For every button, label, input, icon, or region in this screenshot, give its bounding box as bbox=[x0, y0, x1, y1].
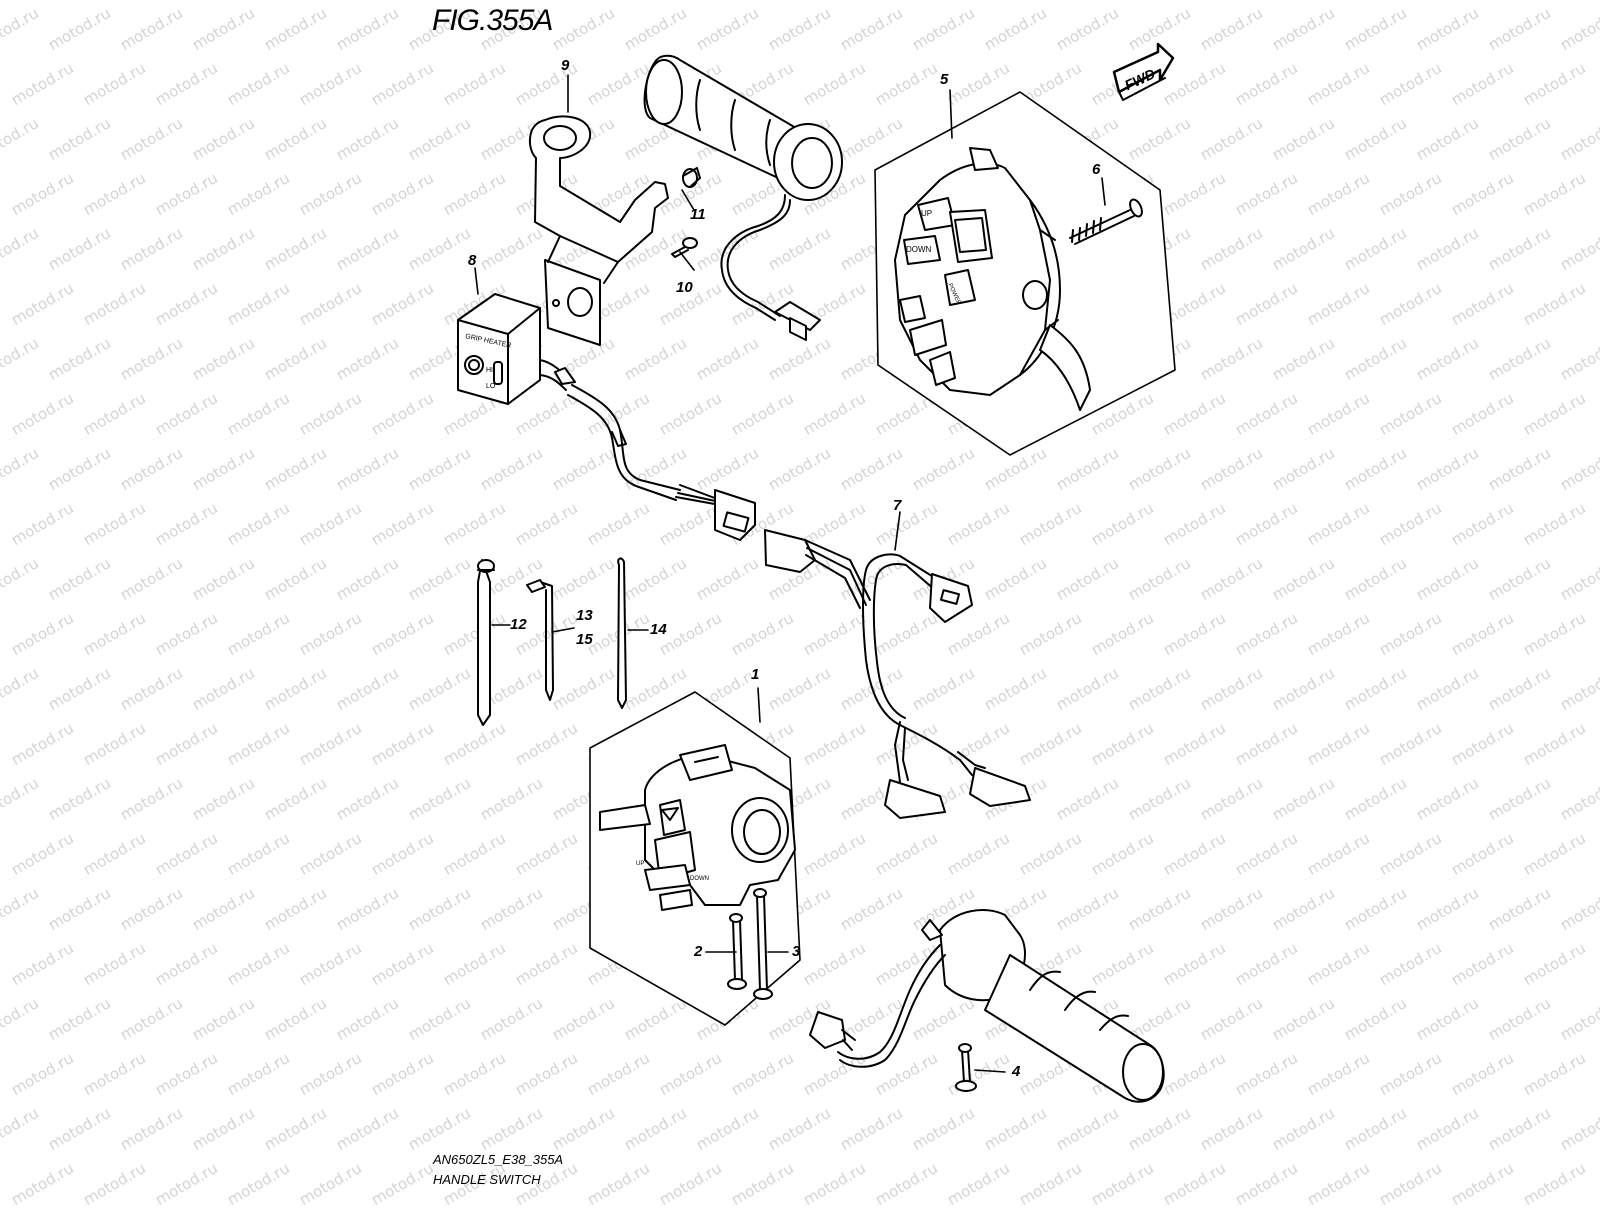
left-grip-heater bbox=[809, 909, 1165, 1103]
cable-tie-14 bbox=[617, 557, 627, 709]
down-left-text: DOWN bbox=[690, 876, 709, 882]
callout-13: 13 bbox=[576, 607, 593, 624]
handle-switch-harness bbox=[862, 553, 1031, 819]
callout-10: 10 bbox=[676, 279, 693, 296]
callout-8: 8 bbox=[468, 252, 477, 269]
up-left-text: UP bbox=[636, 861, 644, 867]
screw-3 bbox=[753, 888, 773, 1000]
lo-text: LO bbox=[486, 383, 496, 390]
callout-9: 9 bbox=[561, 57, 570, 74]
fwd-arrow-icon: FWD bbox=[1112, 42, 1175, 101]
grip-heater-switch: GRIP HEATER HI LO bbox=[457, 293, 576, 405]
hi-text: HI bbox=[486, 367, 493, 374]
screw-part bbox=[671, 237, 698, 258]
screw-4 bbox=[955, 1043, 977, 1092]
callout-14: 14 bbox=[650, 621, 667, 638]
callout-5: 5 bbox=[940, 71, 949, 88]
callout-4: 4 bbox=[1012, 1063, 1021, 1080]
long-screw-part bbox=[1069, 198, 1143, 245]
callout-1: 1 bbox=[751, 666, 760, 683]
right-grip-heater bbox=[643, 54, 843, 341]
down-text: DOWN bbox=[906, 245, 932, 254]
callout-11: 11 bbox=[690, 206, 706, 223]
leader-lines bbox=[474, 74, 1106, 1073]
figure-code: AN650ZL5_E38_355A bbox=[433, 1152, 564, 1167]
figure-name: HANDLE SWITCH bbox=[433, 1172, 541, 1187]
callout-6: 6 bbox=[1092, 161, 1101, 178]
screw-2 bbox=[727, 913, 747, 990]
figure-title: FIG.355A bbox=[432, 4, 553, 37]
collar-part bbox=[682, 167, 701, 188]
cable-tie-12 bbox=[477, 559, 495, 726]
cable-clamp-13 bbox=[526, 579, 554, 701]
callout-15: 15 bbox=[576, 631, 593, 648]
heater-switch-bracket bbox=[528, 115, 669, 346]
callout-3: 3 bbox=[792, 943, 801, 960]
left-switch-frame: UP DOWN bbox=[589, 691, 801, 1026]
callout-12: 12 bbox=[510, 616, 527, 633]
up-text: UP bbox=[921, 209, 932, 218]
callout-2: 2 bbox=[694, 943, 703, 960]
callout-7: 7 bbox=[893, 497, 902, 514]
right-switch-frame: UP DOWN POWER bbox=[874, 91, 1176, 456]
heater-switch-wiring bbox=[567, 384, 871, 609]
